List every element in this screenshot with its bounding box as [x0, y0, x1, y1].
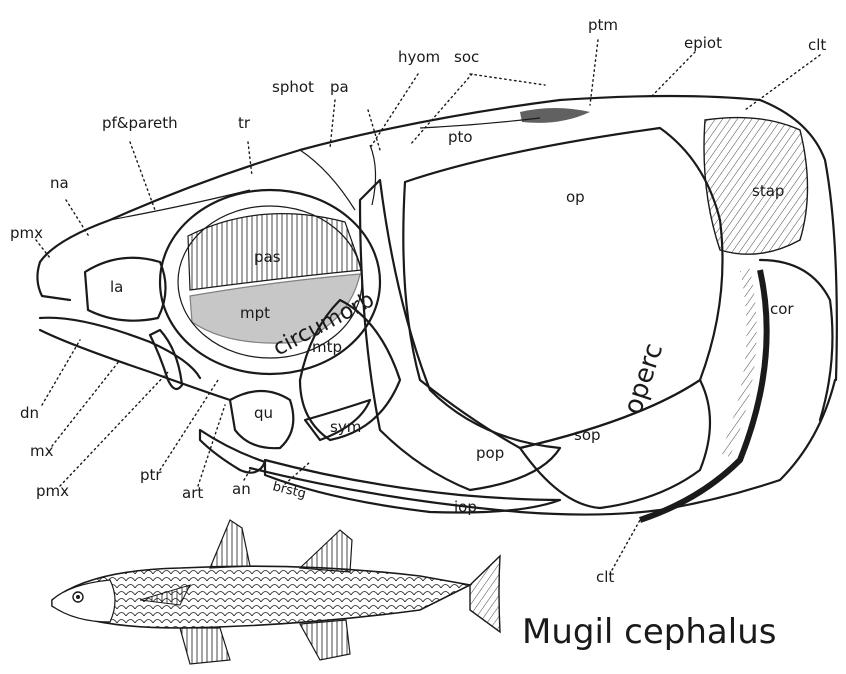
label-dn: dn: [20, 404, 39, 422]
label-pas: pas: [254, 248, 281, 266]
label-ptm: ptm: [588, 16, 618, 34]
label-na: na: [50, 174, 69, 192]
label-pa: pa: [330, 78, 349, 96]
label-clt-top: clt: [808, 36, 826, 54]
label-pto: pto: [448, 128, 473, 146]
fish-illustration: [52, 520, 500, 664]
label-op: op: [566, 188, 585, 206]
label-mpt: mpt: [240, 304, 270, 322]
label-iop: iop: [454, 498, 477, 516]
label-hyom: hyom: [398, 48, 440, 66]
label-mtp: mtp: [312, 338, 342, 356]
dorsal-elements: [110, 118, 540, 220]
label-la: la: [110, 278, 123, 296]
label-pmx-bottom: pmx: [36, 482, 69, 500]
label-pmx-top: pmx: [10, 224, 43, 242]
label-tr: tr: [238, 114, 251, 132]
label-art: art: [182, 484, 203, 502]
label-sym: sym: [330, 418, 361, 436]
label-an: an: [232, 480, 251, 498]
species-caption: Mugil cephalus: [522, 612, 776, 652]
label-stap: stap: [752, 182, 784, 200]
label-sphot: sphot: [272, 78, 314, 96]
label-sop: sop: [574, 426, 601, 444]
label-soc: soc: [454, 48, 479, 66]
label-pfpareth: pf&pareth: [102, 114, 178, 132]
label-cor: cor: [770, 300, 794, 318]
label-mx: mx: [30, 442, 54, 460]
label-qu: qu: [254, 404, 273, 422]
label-operc: operc: [618, 340, 669, 419]
label-brstg: brstg: [271, 479, 307, 502]
label-epiot: epiot: [684, 34, 722, 52]
orbit: [160, 190, 380, 374]
label-ptr: ptr: [140, 466, 162, 484]
label-clt-bottom: clt: [596, 568, 614, 586]
label-pop: pop: [476, 444, 504, 462]
